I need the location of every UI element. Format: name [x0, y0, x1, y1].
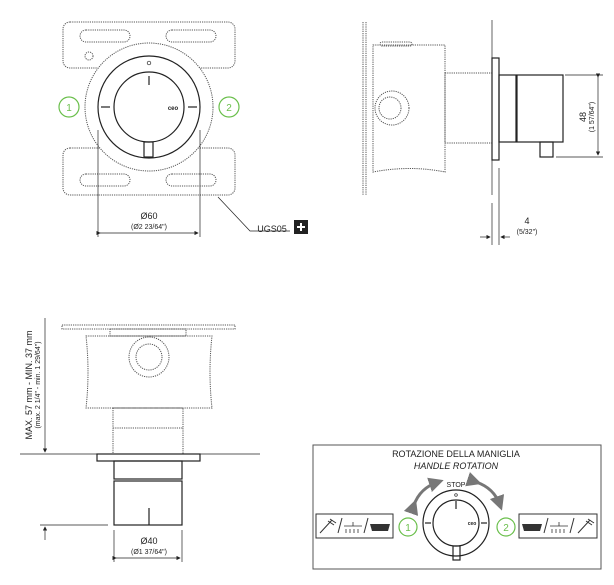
- rotation-title-en: HANDLE ROTATION: [414, 461, 499, 471]
- diameter-40: Ø40: [140, 536, 157, 546]
- flange-4-inch: (5/32"): [517, 229, 538, 236]
- overhead-shower-icon: [550, 522, 568, 533]
- flange-4: 4: [524, 216, 529, 226]
- rotate-left-arrow-icon: [403, 477, 444, 516]
- stop-label: STOP: [447, 482, 466, 489]
- front-view: ceo 1 2 Ø60 (Ø2 23/64") UGS05: [58, 21, 308, 237]
- handle-rotation-panel: ROTAZIONE DELLA MANIGLIA HANDLE ROTATION…: [312, 444, 602, 570]
- hand-shower-icon: [577, 518, 595, 534]
- brand-logo-small: ceo: [468, 521, 477, 527]
- escutcheon-ring: [97, 55, 201, 159]
- outlet-1-label: 1: [66, 103, 72, 114]
- outlet-2-marker: [218, 96, 240, 118]
- height-48: 48: [578, 112, 588, 122]
- rotation-outlet-1: 1: [405, 523, 411, 534]
- rotate-right-arrow-icon: [465, 472, 505, 511]
- right-outlet-icons: [518, 513, 598, 539]
- left-outlet-icons: [315, 513, 394, 539]
- depth-range: MAX. 57 mm - MIN. 37 mm: [24, 330, 34, 439]
- diameter-60: Ø60: [140, 211, 157, 221]
- plus-icon[interactable]: [294, 220, 308, 234]
- rotation-title-it: ROTAZIONE DELLA MANIGLIA: [392, 449, 520, 459]
- overhead-shower-icon: [344, 522, 362, 533]
- diameter-60-inch: (Ø2 23/64"): [131, 224, 167, 231]
- top-view: MAX. 57 mm - MIN. 37 mm (max. 2 1/4" - m…: [20, 318, 260, 562]
- outlet-1-marker: [58, 96, 80, 118]
- rotation-outlet-2: 2: [503, 523, 509, 534]
- bathtub-icon: [522, 524, 542, 531]
- height-48-inch: (1 57/64"): [589, 102, 596, 133]
- side-view: 48 (1 57/64") 4 (5/32"): [362, 20, 603, 245]
- hand-shower-icon: [319, 518, 337, 534]
- brand-logo: ceo: [168, 106, 179, 112]
- outlet-2-label: 2: [226, 103, 232, 114]
- part-code-label: UGS05: [257, 224, 287, 234]
- diameter-40-inch: (Ø1 37/64"): [131, 549, 167, 556]
- depth-range-inch: (max. 2 1/4" - min. 1 29/64"): [35, 341, 42, 428]
- bathtub-icon: [370, 524, 390, 531]
